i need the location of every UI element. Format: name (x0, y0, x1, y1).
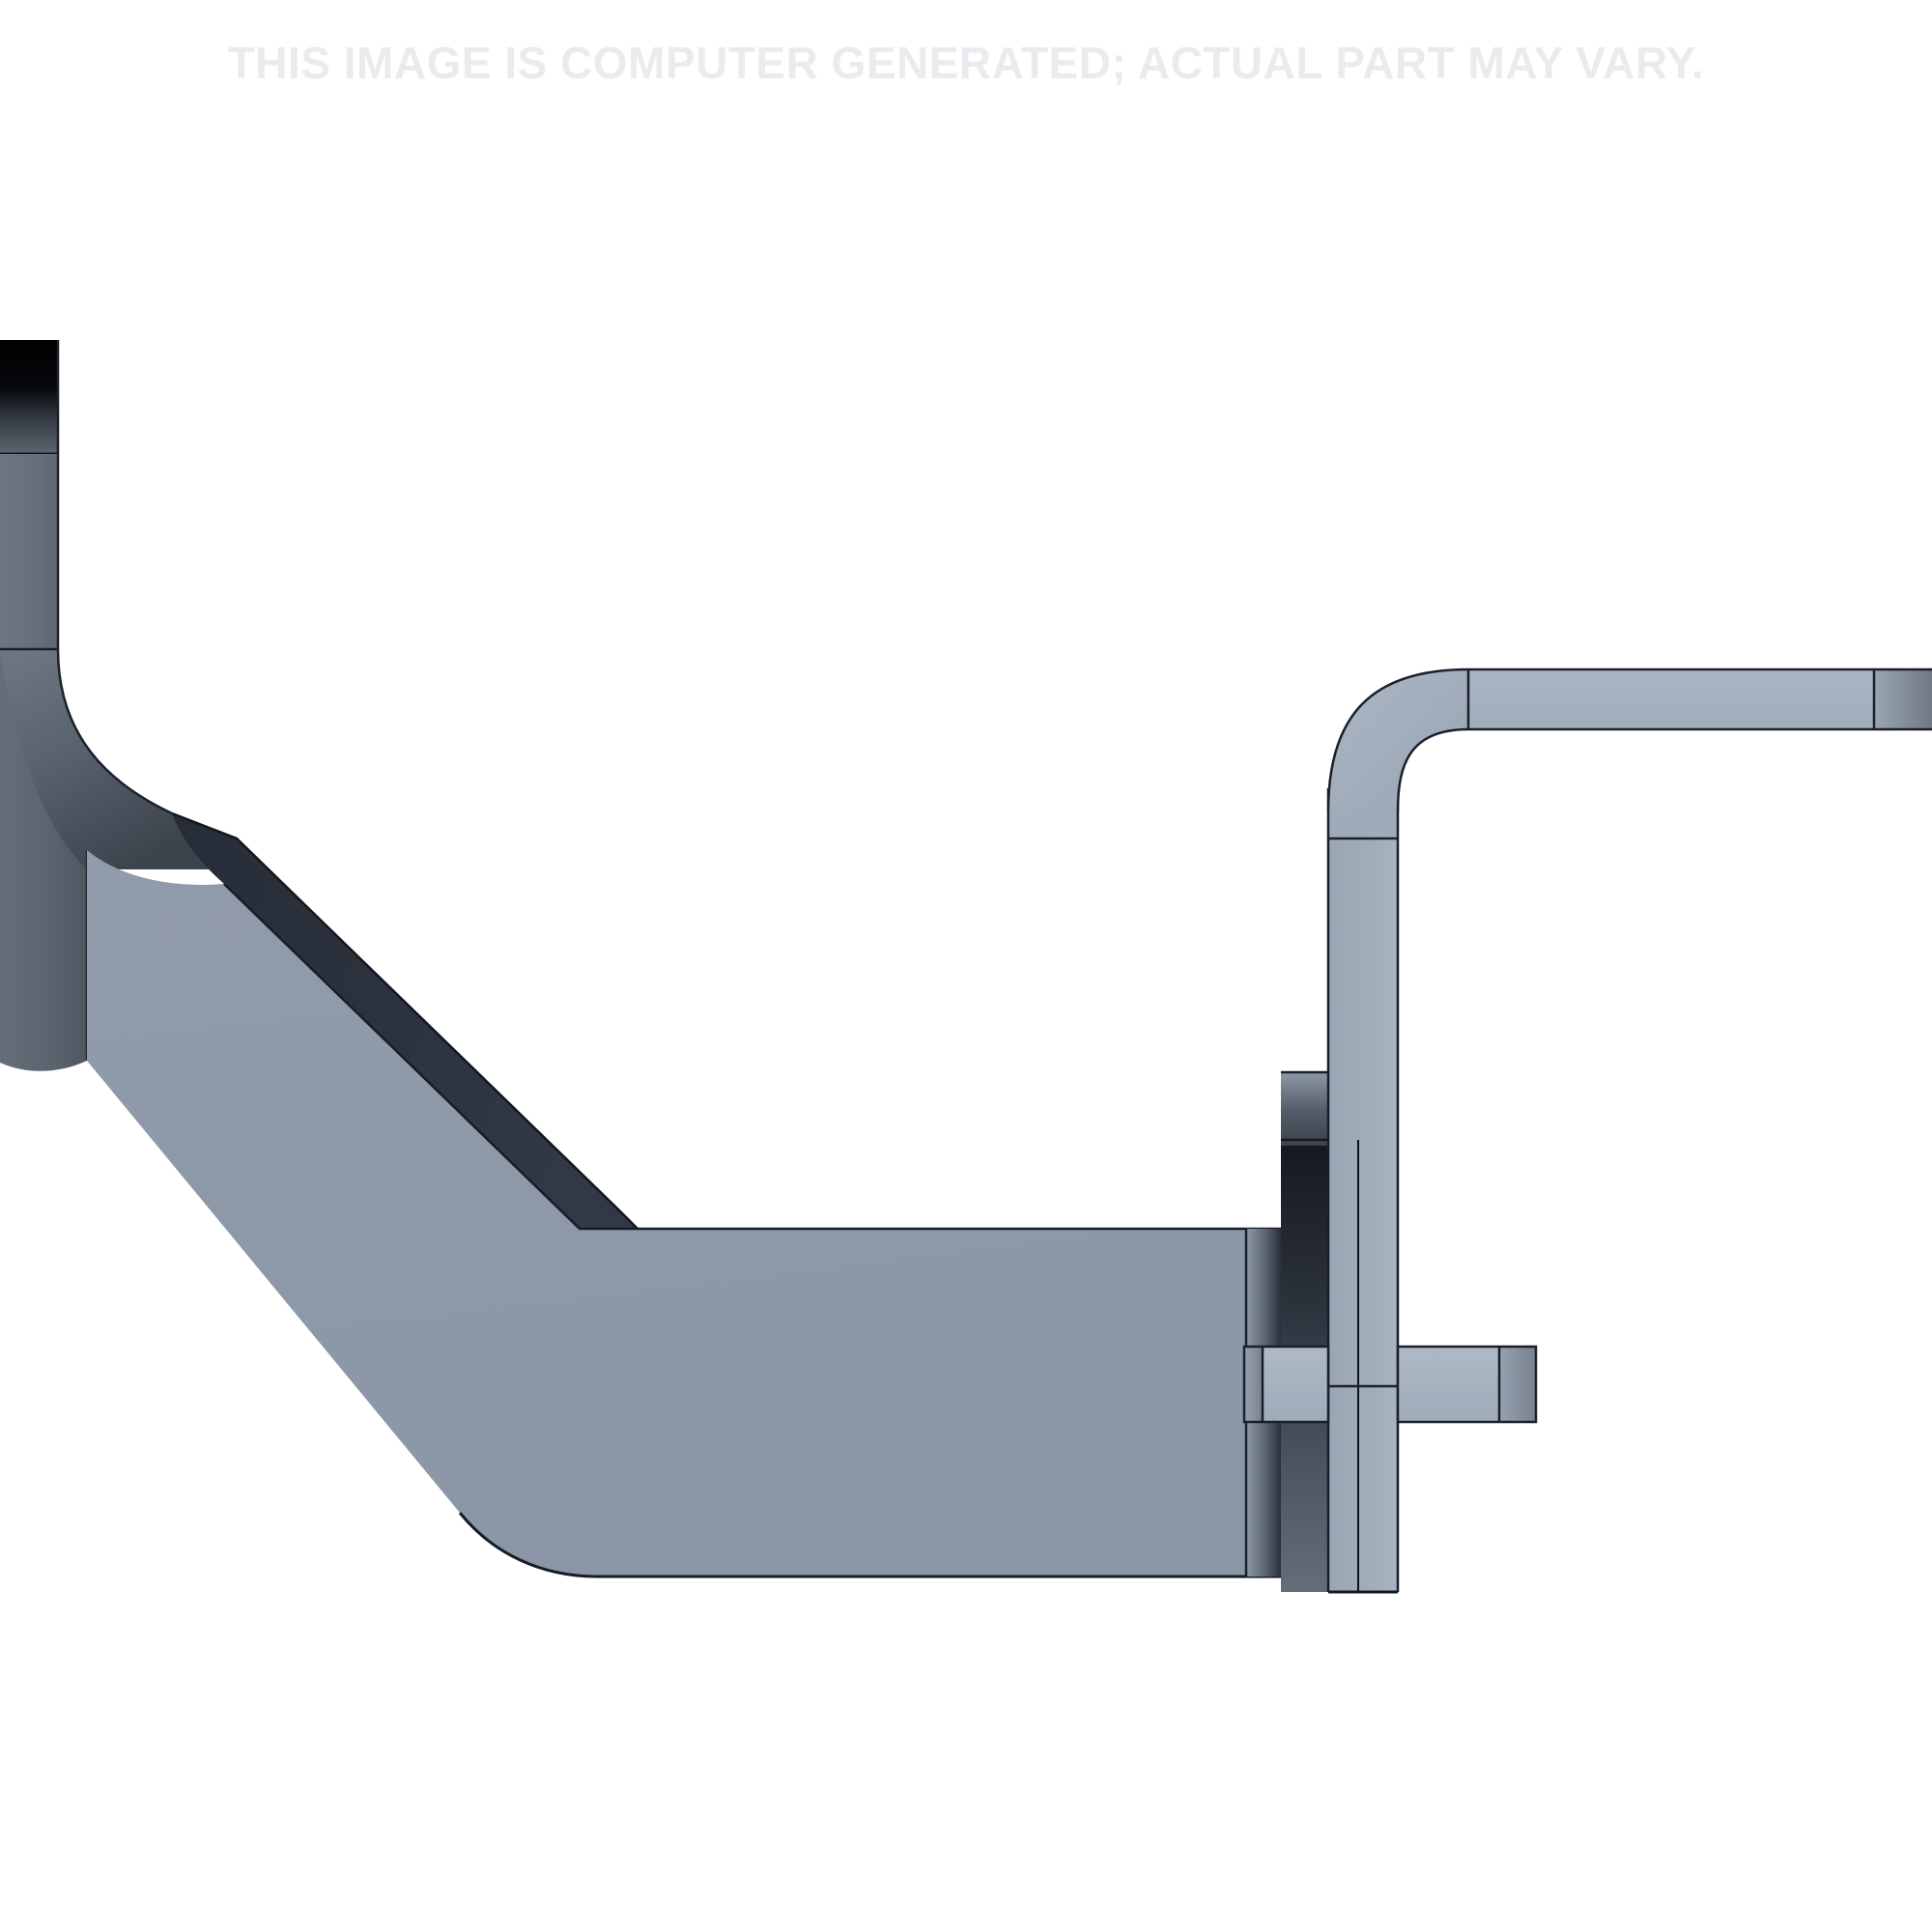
pin-left-outline (1242, 1345, 1330, 1424)
left-column-face (0, 649, 87, 1071)
elbow-inner-outline (1396, 727, 1469, 812)
horizontal-arm (1466, 668, 1932, 731)
fillet-upper-edge-line (0, 647, 173, 815)
pin-right-outline (1396, 1345, 1538, 1424)
left-bend-fillet (0, 647, 237, 869)
elbow-outer-outline (1326, 668, 1469, 812)
main-body-panel (87, 850, 1281, 1578)
diagonal-top-edge-band (171, 811, 639, 1230)
vertical-post (1326, 786, 1400, 1594)
diagonal-band-face (172, 813, 638, 1229)
body-top-outline (223, 883, 1281, 1231)
upper-left-tab-top-shadow (0, 340, 58, 454)
arm-face (1468, 669, 1874, 729)
diagonal-band-upper-line (171, 811, 639, 1230)
upper-left-tab-body (0, 454, 58, 649)
elbow-bend (1326, 668, 1469, 812)
pin-left-stub (1244, 1347, 1328, 1422)
post-front-face (1328, 811, 1398, 1592)
body-bottom-outline (458, 1512, 1281, 1578)
elbow-face (1328, 669, 1468, 811)
pin-right-end-face (1499, 1347, 1536, 1422)
arm-end-face (1874, 669, 1932, 729)
cross-pin (1242, 1345, 1538, 1424)
pin-left-end-face (1244, 1347, 1263, 1422)
left-bend-fillet-face (0, 649, 237, 869)
upper-left-tab (0, 340, 60, 649)
main-body-face (87, 850, 1281, 1577)
